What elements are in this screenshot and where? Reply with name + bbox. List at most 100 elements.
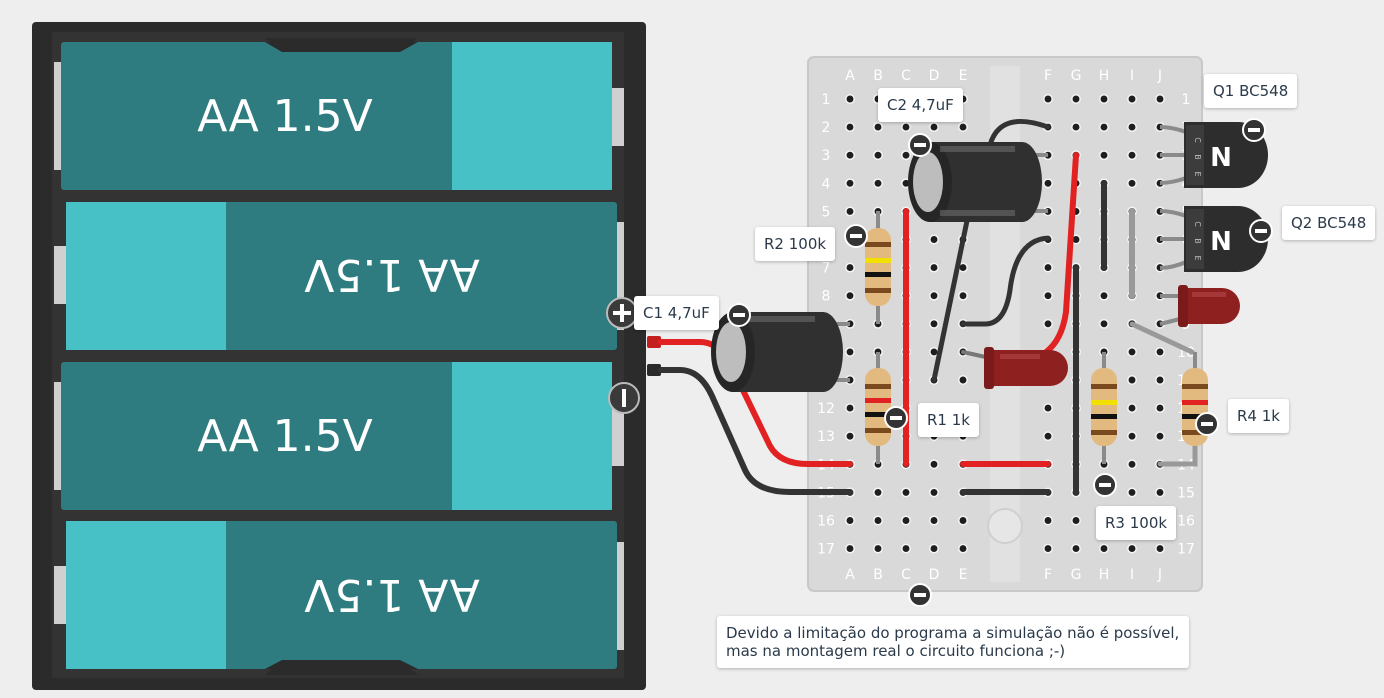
breadboard-hole[interactable] <box>1043 318 1053 329</box>
breadboard-hole[interactable] <box>1155 487 1165 498</box>
battery-pack[interactable]: AA 1.5V AA 1.5V AA 1.5V AA 1.5V <box>32 22 661 690</box>
negative-terminal[interactable] <box>608 382 640 414</box>
breadboard-hole[interactable] <box>901 543 911 554</box>
breadboard-hole[interactable] <box>1043 515 1053 526</box>
resistor-r3[interactable] <box>1091 352 1117 464</box>
positive-terminal[interactable] <box>606 297 638 329</box>
breadboard-hole[interactable] <box>1127 122 1137 133</box>
breadboard-hole[interactable] <box>929 487 939 498</box>
breadboard-hole[interactable] <box>958 543 968 554</box>
breadboard-hole[interactable] <box>845 346 855 357</box>
breadboard-hole[interactable] <box>1127 459 1137 470</box>
breadboard-hole[interactable] <box>1071 515 1081 526</box>
breadboard-hole[interactable] <box>901 515 911 526</box>
breadboard-hole[interactable] <box>1099 150 1109 161</box>
breadboard-hole[interactable] <box>1043 178 1053 189</box>
breadboard-hole[interactable] <box>901 150 911 161</box>
wire-gray-2[interactable] <box>1129 321 1195 355</box>
breadboard-hole[interactable] <box>958 122 968 133</box>
breadboard-hole[interactable] <box>1127 487 1137 498</box>
minus-badge-q2[interactable] <box>1249 219 1273 243</box>
breadboard-hole[interactable] <box>845 206 855 217</box>
breadboard-hole[interactable] <box>873 178 883 189</box>
breadboard-hole[interactable] <box>1127 431 1137 442</box>
breadboard-hole[interactable] <box>929 234 939 245</box>
breadboard-hole[interactable] <box>1099 318 1109 329</box>
transistor-q2[interactable]: N C B E <box>1159 206 1268 272</box>
wire-black-4[interactable] <box>931 213 971 383</box>
wire-c2-lead[interactable] <box>960 235 1051 327</box>
led-2[interactable] <box>1159 285 1240 327</box>
breadboard-hole[interactable] <box>958 290 968 301</box>
breadboard-hole[interactable] <box>1127 375 1137 385</box>
breadboard-hole[interactable] <box>1043 262 1053 273</box>
breadboard-hole[interactable] <box>929 318 939 329</box>
breadboard-hole[interactable] <box>929 515 939 526</box>
breadboard-hole[interactable] <box>1043 94 1053 104</box>
wire-black-battery[interactable] <box>658 367 853 495</box>
minus-badge-c2[interactable] <box>908 133 932 157</box>
breadboard-hole[interactable] <box>1155 543 1165 554</box>
breadboard-hole[interactable] <box>929 543 939 554</box>
breadboard-hole[interactable] <box>1127 178 1137 189</box>
minus-badge-q1[interactable] <box>1242 118 1266 142</box>
minus-badge-r4[interactable] <box>1195 412 1219 436</box>
wire-gray-3[interactable] <box>1157 437 1198 467</box>
minus-badge-r3[interactable] <box>1093 473 1117 497</box>
breadboard-hole[interactable] <box>845 290 855 301</box>
breadboard-hole[interactable] <box>845 122 855 133</box>
minus-badge-r1[interactable] <box>884 406 908 430</box>
breadboard-hole[interactable] <box>1155 403 1165 414</box>
wire-c2-lead-2[interactable] <box>987 118 1051 148</box>
resistor-r1[interactable] <box>865 352 891 464</box>
breadboard-hole[interactable] <box>958 375 968 385</box>
breadboard-hole[interactable] <box>845 262 855 273</box>
led-1[interactable] <box>984 347 1068 389</box>
breadboard-hole[interactable] <box>1071 543 1081 554</box>
breadboard-hole[interactable] <box>1043 431 1053 442</box>
breadboard-hole[interactable] <box>1155 346 1165 357</box>
breadboard-hole[interactable] <box>1155 431 1165 442</box>
breadboard-hole[interactable] <box>1099 543 1109 554</box>
breadboard-hole[interactable] <box>1099 122 1109 133</box>
breadboard-hole[interactable] <box>1099 290 1109 301</box>
breadboard-hole[interactable] <box>845 431 855 442</box>
capacitor-c2[interactable] <box>908 142 1048 222</box>
breadboard-hole[interactable] <box>1043 290 1053 301</box>
resistor-r2[interactable] <box>865 211 891 324</box>
breadboard-hole[interactable] <box>1155 94 1165 104</box>
breadboard-hole[interactable] <box>929 459 939 470</box>
capacitor-c1[interactable] <box>711 312 850 392</box>
breadboard-hole[interactable] <box>873 122 883 133</box>
minus-badge-r2[interactable] <box>844 224 868 248</box>
breadboard-hole[interactable] <box>929 122 939 133</box>
breadboard-hole[interactable] <box>901 122 911 133</box>
minus-badge-c1[interactable] <box>727 303 751 327</box>
breadboard-hole[interactable] <box>873 150 883 161</box>
breadboard-hole[interactable] <box>1043 543 1053 554</box>
breadboard-hole[interactable] <box>1127 543 1137 554</box>
breadboard-hole[interactable] <box>845 403 855 414</box>
breadboard-hole[interactable] <box>845 178 855 189</box>
breadboard-hole[interactable] <box>1071 94 1081 104</box>
breadboard-hole[interactable] <box>845 515 855 526</box>
breadboard-hole[interactable] <box>873 515 883 526</box>
breadboard-hole[interactable] <box>929 290 939 301</box>
breadboard-hole[interactable] <box>845 543 855 554</box>
wire-red-2[interactable] <box>1043 152 1079 355</box>
breadboard-hole[interactable] <box>873 487 883 498</box>
wire-red-battery[interactable] <box>658 339 853 467</box>
breadboard-hole[interactable] <box>1043 403 1053 414</box>
breadboard-hole[interactable] <box>1071 122 1081 133</box>
minus-badge-note[interactable] <box>908 583 932 607</box>
breadboard-hole[interactable] <box>901 487 911 498</box>
breadboard-hole[interactable] <box>1127 94 1137 104</box>
breadboard-hole[interactable] <box>1155 375 1165 385</box>
breadboard-hole[interactable] <box>845 150 855 161</box>
breadboard-hole[interactable] <box>929 262 939 273</box>
breadboard-hole[interactable] <box>845 94 855 104</box>
breadboard-hole[interactable] <box>1099 94 1109 104</box>
breadboard-hole[interactable] <box>1127 403 1137 414</box>
breadboard-hole[interactable] <box>1127 150 1137 161</box>
breadboard-hole[interactable] <box>873 543 883 554</box>
